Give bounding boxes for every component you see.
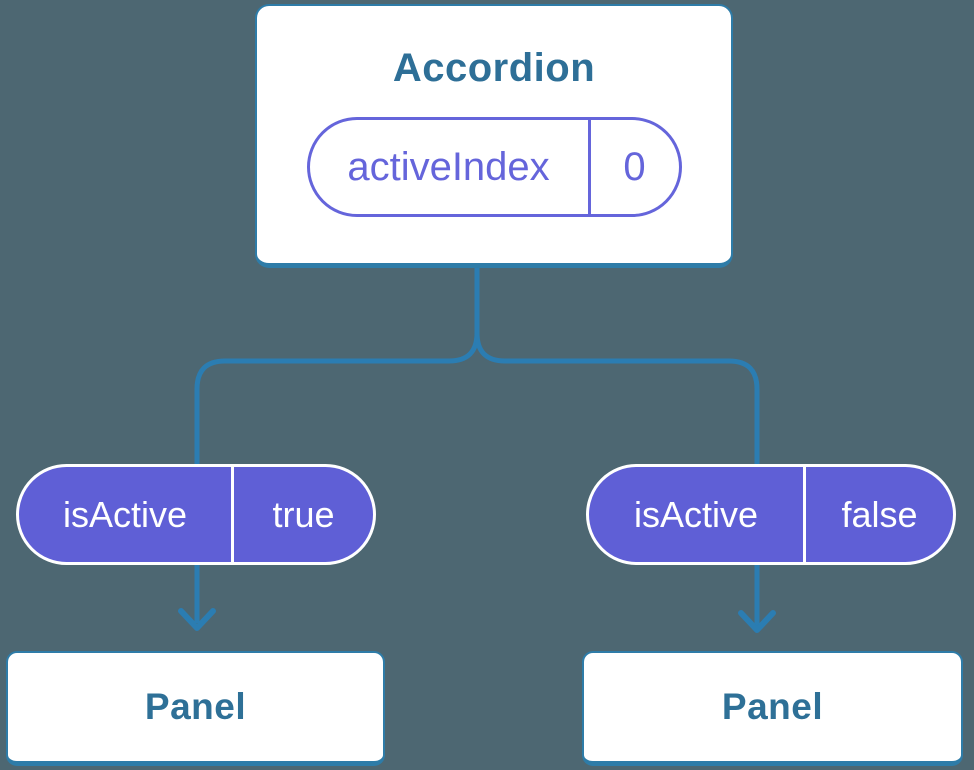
state-value: 0: [623, 144, 646, 189]
prop-value: false: [841, 493, 918, 535]
prop-name: isActive: [19, 467, 234, 562]
arrow-down-icon: [178, 608, 216, 631]
state-pill: activeIndex 0: [306, 117, 682, 217]
prop-pill-left: isActive true: [16, 464, 376, 565]
panel-component-card-right: Panel: [582, 651, 963, 766]
arrow-down-icon: [738, 610, 776, 633]
prop-name: isActive: [589, 467, 806, 562]
prop-value: true: [272, 493, 335, 535]
prop-pill-right: isActive false: [586, 464, 956, 565]
right-branch-line: [474, 332, 760, 626]
component-title: Accordion: [392, 46, 596, 90]
accordion-component-card: Accordion activeIndex 0: [255, 4, 733, 268]
component-title: Panel: [721, 686, 824, 727]
component-title: Panel: [144, 686, 247, 727]
state-name: activeIndex: [310, 120, 591, 214]
panel-component-card-left: Panel: [6, 651, 385, 766]
left-branch-line: [194, 266, 480, 623]
